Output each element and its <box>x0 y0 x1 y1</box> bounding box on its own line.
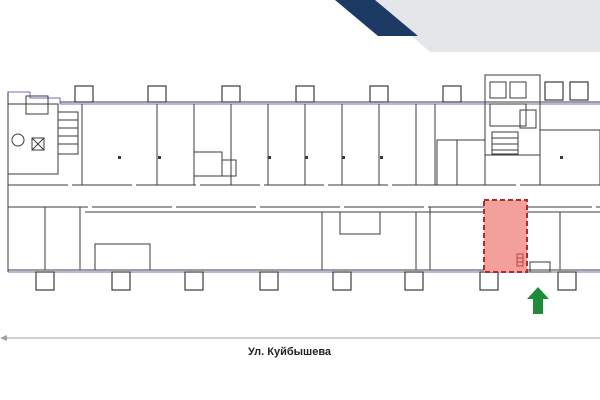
pilaster <box>569 81 589 101</box>
small-room <box>193 151 223 177</box>
small-room <box>94 243 151 271</box>
room-marker <box>158 156 161 159</box>
small-room <box>529 261 551 273</box>
highlight-stair-icon <box>516 253 524 267</box>
top-rooms <box>81 104 486 186</box>
arrow-up-icon <box>527 287 549 314</box>
pilaster <box>332 271 352 291</box>
small-room <box>436 139 458 186</box>
wc-room <box>489 103 527 127</box>
pilaster <box>184 271 204 291</box>
small-room <box>456 139 486 186</box>
bottom-pilasters <box>35 271 577 291</box>
pilaster <box>479 271 499 291</box>
small-room <box>221 159 237 177</box>
right-core <box>484 74 600 186</box>
core-frame <box>484 74 541 156</box>
room-marker <box>268 156 271 159</box>
banner-stripes <box>335 0 600 52</box>
banner-gray-stripe <box>370 0 600 52</box>
left-core <box>7 95 79 175</box>
shaft-x <box>31 137 45 151</box>
pilaster <box>295 85 315 103</box>
pilaster <box>442 85 462 103</box>
room-marker <box>560 156 563 159</box>
pilaster <box>369 85 389 103</box>
pilaster <box>404 271 424 291</box>
left-core-box <box>25 95 49 115</box>
pilaster <box>35 271 55 291</box>
column-mark <box>11 133 25 147</box>
pilaster <box>557 271 577 291</box>
elevator-shaft <box>509 81 527 99</box>
pilaster <box>544 81 564 101</box>
room-marker <box>305 156 308 159</box>
street-arrow-head <box>0 335 7 341</box>
banner-navy-stripe <box>335 0 418 36</box>
room-marker <box>380 156 383 159</box>
pilaster <box>259 271 279 291</box>
wc-room <box>519 109 537 129</box>
room-marker <box>118 156 121 159</box>
shaft-box <box>31 137 45 151</box>
stair-box <box>57 111 79 155</box>
pilaster <box>74 85 94 103</box>
small-room <box>339 211 381 235</box>
pilaster <box>111 271 131 291</box>
elevator-shaft <box>489 81 507 99</box>
stair-core <box>491 131 519 155</box>
room-markers <box>118 156 563 159</box>
room-marker <box>342 156 345 159</box>
bottom-rooms <box>44 207 561 273</box>
street-label: Ул. Куйбышева <box>248 346 332 358</box>
pilaster <box>147 85 167 103</box>
top-pilasters <box>74 81 589 103</box>
pilaster <box>221 85 241 103</box>
right-room <box>539 129 600 186</box>
stair-mark <box>516 253 524 267</box>
highlighted-room[interactable] <box>483 199 528 273</box>
